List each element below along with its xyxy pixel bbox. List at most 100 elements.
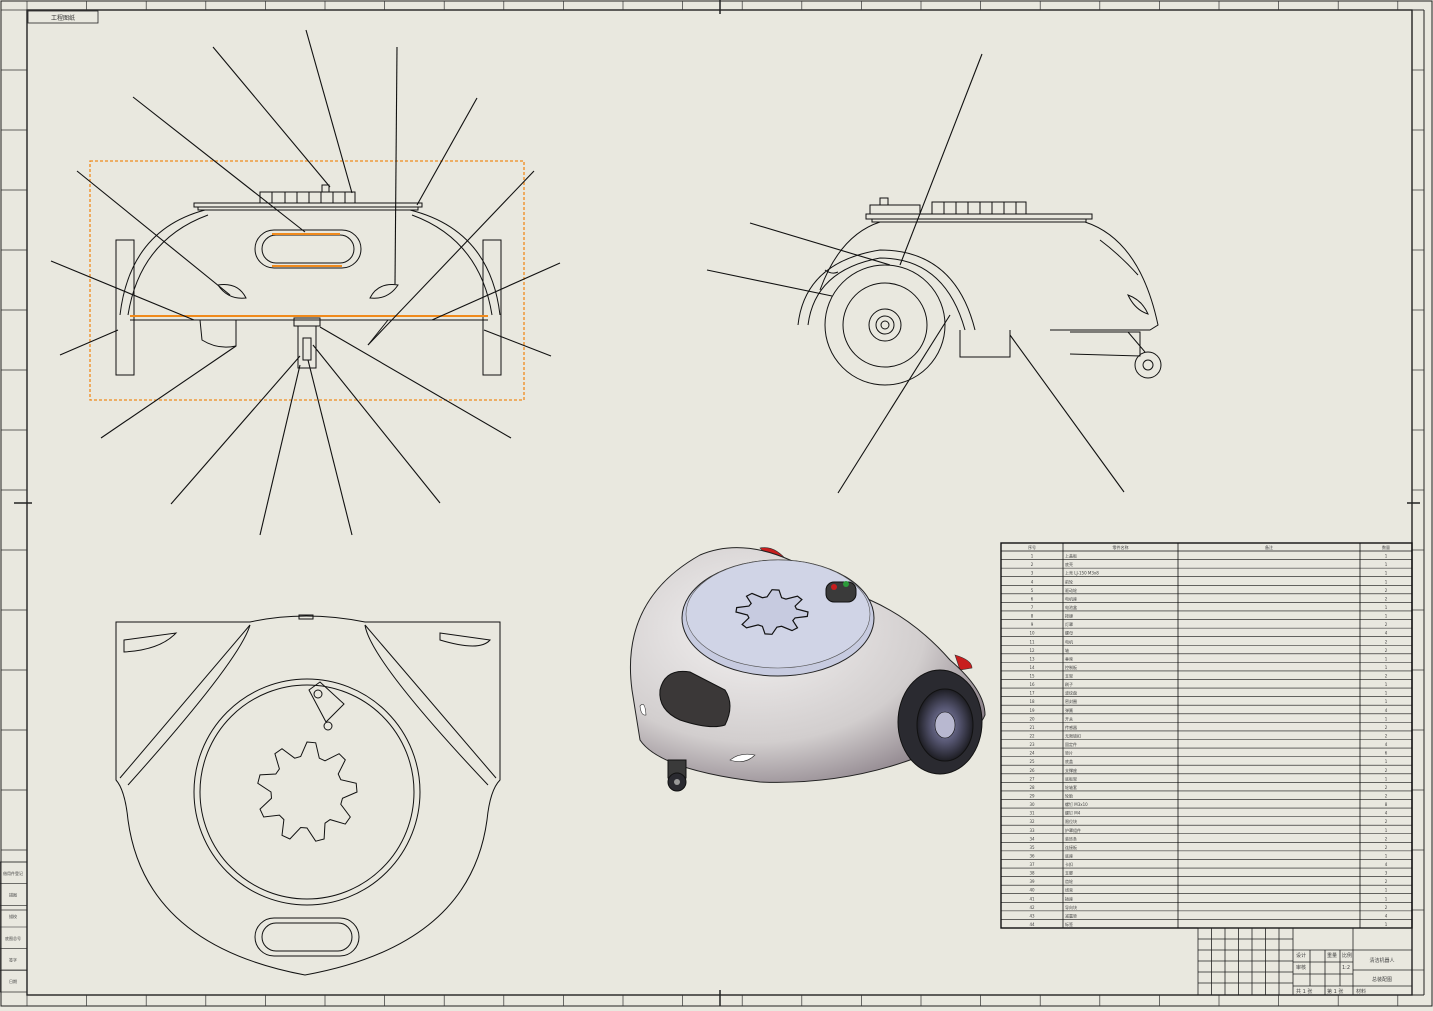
bom-quantity: 1 (1385, 922, 1388, 927)
bom-quantity: 2 (1385, 588, 1388, 593)
bom-item-number: 37 (1029, 862, 1035, 867)
designer-label: 设计 (1296, 952, 1306, 959)
bom-item-number: 3 (1031, 571, 1034, 576)
bom-quantity: 1 (1385, 682, 1388, 687)
bom-item-number: 11 (1029, 639, 1035, 644)
bom-part-name: 支架 (1065, 673, 1073, 679)
front-view (50, 29, 561, 536)
bom-quantity: 1 (1385, 562, 1388, 567)
bom-part-name: 开关 (1065, 715, 1073, 721)
drawing-number: 总装配图 (1372, 976, 1392, 983)
bom-item-number: 20 (1029, 716, 1035, 721)
bom-item-number: 35 (1029, 845, 1035, 850)
bom-part-name: 连接板 (1065, 844, 1077, 850)
sheet-number: 第 1 张 (1327, 988, 1343, 995)
bom-quantity: 1 (1385, 896, 1388, 901)
bom-part-name: 插座 (1065, 895, 1073, 901)
bom-item-number: 27 (1029, 776, 1035, 781)
bom-part-name: 底壳 (1065, 561, 1073, 567)
bom-quantity: 1 (1385, 853, 1388, 858)
left-strip-cell: 借用件登记 (3, 870, 23, 876)
bom-quantity: 4 (1385, 742, 1388, 747)
bom-quantity: 4 (1385, 811, 1388, 816)
bom-part-name: 底座 (1065, 852, 1073, 858)
bom-item-number: 39 (1029, 879, 1035, 884)
bom-part-name: 支撑座 (1065, 767, 1077, 773)
bom-part-name: 支脚 (1065, 870, 1073, 876)
bom-part-name: 垂席 (1065, 655, 1073, 661)
bom-part-name: 轮轴套 (1065, 784, 1077, 790)
bom-quantity: 2 (1385, 768, 1388, 773)
title-block (1197, 927, 1413, 996)
bom-part-name: 驱动轮 (1065, 587, 1077, 593)
bom-quantity: 8 (1385, 802, 1388, 807)
bom-quantity: 2 (1385, 819, 1388, 824)
bom-quantity: 2 (1385, 622, 1388, 627)
bom-quantity: 2 (1385, 639, 1388, 644)
bom-part-name: 电机 (1065, 638, 1073, 644)
bom-quantity: 2 (1385, 879, 1388, 884)
bom-quantity: 1 (1385, 571, 1388, 576)
bom-header-cell: 序号 (1028, 544, 1036, 550)
drawing-name: 清洁机器人 (1369, 957, 1394, 964)
bom-quantity: 1 (1385, 579, 1388, 584)
bom-item-number: 34 (1029, 836, 1035, 841)
gear-outline (257, 741, 358, 842)
bom-item-number: 38 (1029, 871, 1035, 876)
bom-item-number: 21 (1029, 725, 1035, 730)
sheet-tab[interactable] (27, 10, 99, 24)
render-gear (735, 589, 809, 635)
bom-part-name: 线束 (1065, 887, 1073, 893)
bom-quantity: 1 (1385, 665, 1388, 670)
scale-label: 比例 (1342, 952, 1352, 959)
bom-part-name: 灯罩 (1065, 621, 1073, 627)
bom-item-number: 9 (1031, 622, 1034, 627)
bom-part-name: 导向块 (1065, 904, 1077, 910)
bom-part-name: 螺母 (1065, 630, 1073, 636)
bom-item-number: 1 (1031, 554, 1034, 559)
bom-part-name: 弹簧 (1065, 707, 1073, 713)
left-strip-cell: 描图 (9, 892, 17, 898)
bom-part-name: 螺钉 M4 (1065, 810, 1081, 816)
bom-part-name: 卡扣 (1065, 861, 1073, 867)
bom-header-cell: 零件名称 (1113, 544, 1129, 550)
left-strip-cell: 签字 (9, 957, 17, 963)
bom-quantity: 2 (1385, 836, 1388, 841)
bom-part-name: 密封圈 (1065, 698, 1077, 704)
sheet-count: 共 1 张 (1296, 988, 1312, 995)
bom-quantity: 2 (1385, 596, 1388, 601)
side-view (706, 53, 1162, 494)
bom-item-number: 14 (1029, 665, 1035, 670)
bom-part-name: 标签 (1065, 921, 1073, 927)
bom-item-number: 12 (1029, 648, 1035, 653)
bom-quantity: 2 (1385, 905, 1388, 910)
bom-quantity: 1 (1385, 554, 1388, 559)
bom-part-name: 轴 (1065, 647, 1069, 653)
bom-part-name: 齿轮 (1065, 878, 1073, 884)
bom-quantity: 2 (1385, 725, 1388, 730)
bom-item-number: 22 (1029, 734, 1035, 739)
bom-item-number: 19 (1029, 708, 1035, 713)
bom-part-name: 刷子 (1065, 681, 1073, 687)
checker-label: 审核 (1296, 964, 1306, 971)
bom-quantity: 1 (1385, 828, 1388, 833)
bom-quantity: 2 (1385, 793, 1388, 798)
front-view-selection-box[interactable] (89, 160, 525, 401)
bom-quantity: 1 (1385, 614, 1388, 619)
bom-part-name: 固定件 (1065, 741, 1077, 747)
bom-quantity: 2 (1385, 734, 1388, 739)
bom-item-number: 10 (1029, 631, 1035, 636)
left-strip-cell: 日期 (9, 978, 17, 984)
bom-item-number: 32 (1029, 819, 1035, 824)
bom-header-cell: 数量 (1382, 544, 1390, 550)
bom-part-name: 限位块 (1065, 818, 1077, 824)
bom-part-name: 底盖 (1065, 758, 1073, 764)
bom-quantity: 2 (1385, 785, 1388, 790)
left-strip-cell: 底图总号 (5, 935, 21, 941)
bom-part-name: 传感器 (1065, 724, 1077, 730)
bom-quantity: 4 (1385, 708, 1388, 713)
weight-label: 重量 (1327, 952, 1337, 959)
